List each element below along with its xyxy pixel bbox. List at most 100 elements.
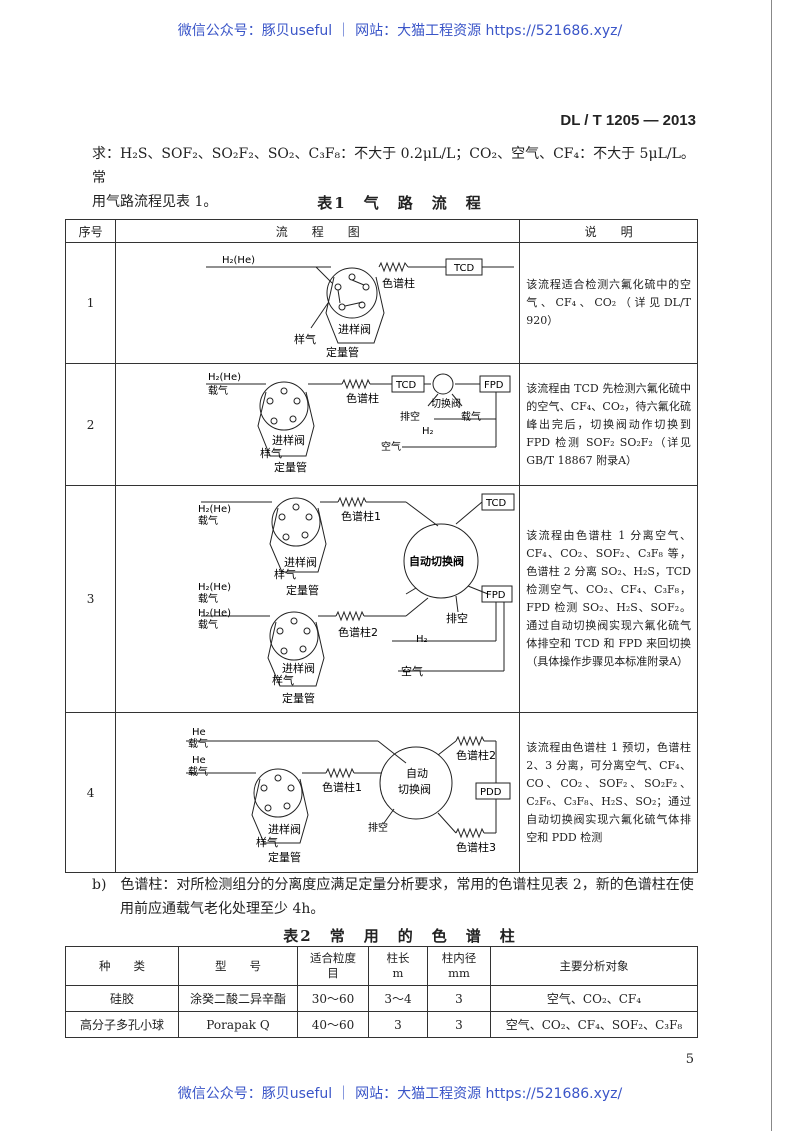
label-tcd: TCD [453, 263, 475, 274]
flow-diagram-4: He 载气 He 载气 色谱柱1 自动 切换阀 色谱柱2 PDD 色谱柱3 排空… [115, 712, 521, 873]
row-description: 该流程由 TCD 先检测六氟化硫中的空气、CF₄、CO₂，待六氟化硫峰出完后，切… [519, 363, 698, 486]
intro-line-1: 求：H₂S、SOF₂、SO₂F₂、SO₂、C₃F₈：不大于 0.2μL/L；CO… [92, 146, 695, 186]
section-b-line-1: b) 色谱柱：对所检测组分的分离度应满足定量分析要求，常用的色谱柱见表 2，新的… [92, 877, 694, 893]
label-sample-gas: 样气 [294, 332, 316, 346]
flow-diagram-1-svg: H₂(He) 色谱柱 TCD 进样阀 样气 定量管 [206, 255, 515, 359]
cell-analytes: 空气、CO₂、CF₄、SOF₂、C₃F₈ [490, 1011, 698, 1038]
row-number: 4 [64, 712, 117, 873]
label-quant-tube: 定量管 [326, 345, 359, 359]
flow-diagram-2-svg: H₂(He) 载气 色谱柱 TCD FPD 切换阀 排空 载气 H₂ 空气 进样… [206, 372, 511, 474]
header-diagram: 流 程 图 [115, 219, 521, 243]
cell-inner-diameter: 3 [427, 985, 491, 1012]
label-sample-gas-2: 样气 [272, 673, 294, 687]
label-quant-tube: 定量管 [268, 850, 301, 864]
label-sample-gas: 样气 [260, 446, 282, 460]
header-model: 型 号 [178, 946, 298, 986]
label-column1: 色谱柱1 [341, 509, 381, 523]
header-analytes-label: 主要分析对象 [559, 958, 629, 973]
watermark-bottom: 微信公众号：豚贝useful ｜ 网站：大猫工程资源 https://52168… [177, 1086, 623, 1102]
label-carrier: 载气 [198, 514, 218, 527]
label-auto-switch-valve: 自动切换阀 [409, 554, 464, 568]
label-inject-valve: 进样阀 [272, 433, 305, 447]
label-switch-valve: 切换阀 [431, 397, 461, 410]
header-mesh-l1: 适合粒度 [310, 951, 356, 965]
label-h2he-2: H₂(He) [198, 582, 231, 593]
label-column3: 色谱柱3 [456, 840, 496, 854]
section-b-line-2: 用前应通载气老化处理至少 4h。 [120, 901, 325, 917]
label-h2he: H₂(He) [208, 372, 241, 383]
row-number: 3 [64, 485, 117, 713]
label-vent: 排空 [446, 611, 468, 625]
header-mesh: 适合粒度目 [297, 946, 369, 986]
label-he-2: He [192, 755, 206, 766]
flow-diagram-1: H₂(He) 色谱柱 TCD 进样阀 样气 定量管 [115, 242, 521, 364]
label-h2he-3: H₂(He) [198, 608, 231, 619]
header-model-label: 型 号 [215, 958, 261, 973]
flow-diagram-2: H₂(He) 载气 色谱柱 TCD FPD 切换阀 排空 载气 H₂ 空气 进样… [115, 363, 521, 486]
cell-model: 涂癸二酸二异辛酯 [178, 985, 298, 1012]
cell-model: Porapak Q [178, 1011, 298, 1038]
label-carrier-2: 载气 [461, 410, 481, 423]
label-h2: H₂ [422, 426, 434, 437]
table-row: 4 [64, 712, 698, 873]
label-quant-tube-2: 定量管 [282, 691, 315, 705]
flow-diagram-3-svg: H₂(He) 载气 色谱柱1 TCD 自动切换阀 FPD H₂(He) 载气 H… [198, 493, 515, 705]
header-description: 说 明 [519, 219, 698, 243]
label-inject-valve-2: 进样阀 [282, 661, 315, 675]
watermark-top: 微信公众号：豚贝useful ｜ 网站：大猫工程资源 https://52168… [177, 23, 623, 39]
label-column2: 色谱柱2 [456, 748, 496, 762]
label-carrier-2: 载气 [198, 592, 218, 605]
label-vent: 排空 [400, 410, 420, 423]
table2-title: 表2 常 用 的 色 谱 柱 [283, 927, 517, 945]
header-length-l2: m [392, 966, 404, 980]
label-carrier: 载气 [208, 384, 228, 397]
header-id-l2: mm [448, 966, 470, 980]
cell-type: 高分子多孔小球 [65, 1011, 179, 1038]
table-row: 高分子多孔小球 Porapak Q 40～60 3 3 空气、CO₂、CF₄、S… [65, 1011, 698, 1038]
label-air: 空气 [381, 440, 401, 453]
row-description: 该流程由色谱柱 1 分离空气、CF₄、CO₂、SOF₂、C₃F₈ 等，色谱柱 2… [519, 485, 698, 713]
row-number: 2 [64, 363, 117, 486]
label-he: He [192, 727, 206, 738]
label-inject-valve: 进样阀 [338, 322, 371, 336]
cell-type: 硅胶 [65, 985, 179, 1012]
header-type: 种 类 [65, 946, 179, 986]
intro-line-2: 用气路流程见表 1。 [92, 194, 218, 210]
label-fpd: FPD [484, 380, 504, 391]
label-column2: 色谱柱2 [338, 625, 378, 639]
label-sample-gas: 样气 [256, 835, 278, 849]
label-tcd: TCD [395, 380, 417, 391]
label-tcd: TCD [485, 498, 507, 509]
row-description: 该流程由色谱柱 1 预切，色谱柱 2、3 分离，可分离空气、CF₄、CO、CO₂… [519, 712, 698, 873]
label-pdd: PDD [480, 787, 502, 798]
label-vent: 排空 [368, 821, 388, 834]
label-h2: H₂ [416, 634, 428, 645]
gas-flow-table: 序号 流 程 图 说 明 1 [64, 219, 698, 873]
label-inject-valve: 进样阀 [268, 822, 301, 836]
header-no: 序号 [64, 219, 117, 243]
flow-diagram-4-svg: He 载气 He 载气 色谱柱1 自动 切换阀 色谱柱2 PDD 色谱柱3 排空… [186, 727, 511, 864]
label-quant-tube: 定量管 [286, 583, 319, 597]
label-column: 色谱柱 [382, 276, 415, 290]
label-quant-tube: 定量管 [274, 460, 307, 474]
cell-mesh: 30～60 [297, 985, 369, 1012]
label-inject-valve: 进样阀 [284, 555, 317, 569]
section-b-paragraph: b) 色谱柱：对所检测组分的分离度应满足定量分析要求，常用的色谱柱见表 2，新的… [92, 873, 698, 921]
cell-mesh: 40～60 [297, 1011, 369, 1038]
standard-code: DL / T 1205 — 2013 [560, 112, 696, 129]
flow-diagram-3: H₂(He) 载气 色谱柱1 TCD 自动切换阀 FPD H₂(He) 载气 H… [115, 485, 521, 713]
table1-title: 表1 气 路 流 程 [317, 194, 483, 212]
table-row: 2 [64, 363, 698, 486]
table-row: 硅胶 涂癸二酸二异辛酯 30～60 3～4 3 空气、CO₂、CF₄ [65, 985, 698, 1012]
label-sample-gas: 样气 [274, 567, 296, 581]
cell-analytes: 空气、CO₂、CF₄ [490, 985, 698, 1012]
cell-length: 3 [368, 1011, 428, 1038]
label-auto-l2: 切换阀 [398, 782, 431, 796]
label-h2he: H₂(He) [222, 255, 255, 266]
cell-length: 3～4 [368, 985, 428, 1012]
header-mesh-l2: 目 [327, 966, 339, 980]
